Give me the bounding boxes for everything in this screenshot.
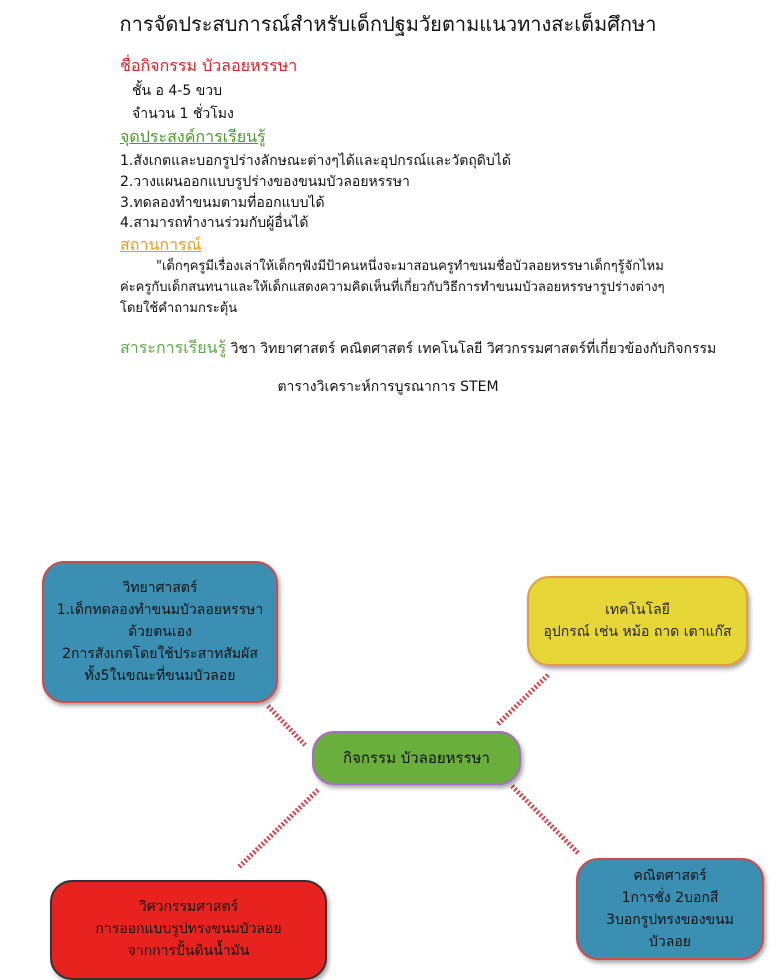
situation-line: "เด็กๆครูมีเรื่องเล่าให้เด็กๆฟังมีป้าคนห…: [156, 259, 664, 274]
technology-box: เทคโนโลยี อุปกรณ์ เช่น หม้อ ถาด เตาแก๊ส: [527, 576, 748, 666]
science-line: 1.เด็กทดลองทำขนมบัวลอยหรรษา: [56, 602, 264, 618]
center-activity-label: กิจกรรม บัวลอยหรรษา: [343, 749, 490, 767]
objective-item: 3.ทดลองทำขนมตามที่ออกแบบได้: [120, 195, 325, 211]
engineering-box: วิศวกรรมศาสตร์ การออกแบบรูปทรงขนมบัวลอย …: [50, 880, 327, 980]
technology-line: อุปกรณ์ เช่น หม้อ ถาด เตาแก๊ส: [543, 624, 732, 640]
situation-line: ค่ะครูกับเด็กสนทนาและให้เด็กแสดงความคิดเ…: [120, 280, 665, 295]
math-box: คณิตศาสตร์ 1การชั่ง 2บอกสี 3บอกรูปทรงของ…: [576, 858, 764, 960]
situation-heading: สถานการณ์: [120, 235, 202, 254]
page-title: การจัดประสบการณ์สำหรับเด็กปฐมวัยตามแนวทา…: [119, 12, 657, 36]
content-line: สาระการเรียนรู้ วิชา วิทยาศาสตร์ คณิตศาส…: [120, 336, 716, 361]
objectives-heading: จุดประสงค์การเรียนรู้: [120, 127, 266, 146]
connector-lines: [236, 673, 580, 870]
content-text: วิชา วิทยาศาสตร์ คณิตศาสตร์ เทคโนโลยี วิ…: [226, 341, 717, 357]
technology-title: เทคโนโลยี: [605, 602, 670, 618]
engineering-title: วิศวกรรมศาสตร์: [138, 899, 239, 915]
objective-item: 2.วางแผนออกแบบรูปร่างของขนมบัวลอยหรรษา: [120, 174, 410, 190]
math-title: คณิตศาสตร์: [633, 868, 707, 884]
situation-paragraph: "เด็กๆครูมีเรื่องเล่าให้เด็กๆฟังมีป้าคนห…: [120, 256, 710, 319]
math-line: บัวลอย: [649, 934, 691, 950]
diagram-connectors: [236, 673, 580, 870]
engineering-line: จากการปั้นดินน้ำมัน: [127, 943, 250, 959]
science-line: ด้วยตนเอง: [128, 624, 192, 640]
science-box: วิทยาศาสตร์ 1.เด็กทดลองทำขนมบัวลอยหรรษา …: [42, 561, 278, 703]
connector-technology: [496, 673, 550, 726]
connector-math: [510, 784, 580, 855]
engineering-line: การออกแบบรูปทรงขนมบัวลอย: [95, 921, 282, 937]
science-title: วิทยาศาสตร์: [122, 580, 198, 596]
activity-grade: ชั้น อ 4-5 ขวบ: [132, 83, 223, 99]
math-line: 3บอกรูปทรงของขนม: [606, 912, 734, 928]
connector-science: [266, 704, 307, 747]
activity-duration: จำนวน 1 ชั่วโมง: [132, 106, 234, 122]
math-line: 1การชั่ง 2บอกสี: [621, 890, 719, 906]
objective-item: 1.สังเกตและบอกรูปร่างลักษณะต่างๆได้และอุ…: [120, 153, 511, 169]
connector-engineering: [236, 788, 320, 870]
science-line: 2การสังเกตโดยใช้ประสาทสัมผัส: [62, 646, 258, 662]
content-heading: สาระการเรียนรู้: [120, 338, 227, 357]
activity-name: ชื่อกิจกรรม บัวลอยหรรษา: [120, 56, 298, 75]
center-activity-box: กิจกรรม บัวลอยหรรษา: [312, 731, 521, 785]
objective-item: 4.สามารถทำงานร่วมกับผู้อื่นได้: [120, 215, 309, 231]
table-caption: ตารางวิเคราะห์การบูรณาการ STEM: [277, 379, 499, 395]
situation-line: โดยใช้คำถามกระตุ้น: [120, 301, 238, 316]
science-line: ทั้ง5ในขณะที่ขนมบัวลอย: [84, 668, 236, 684]
